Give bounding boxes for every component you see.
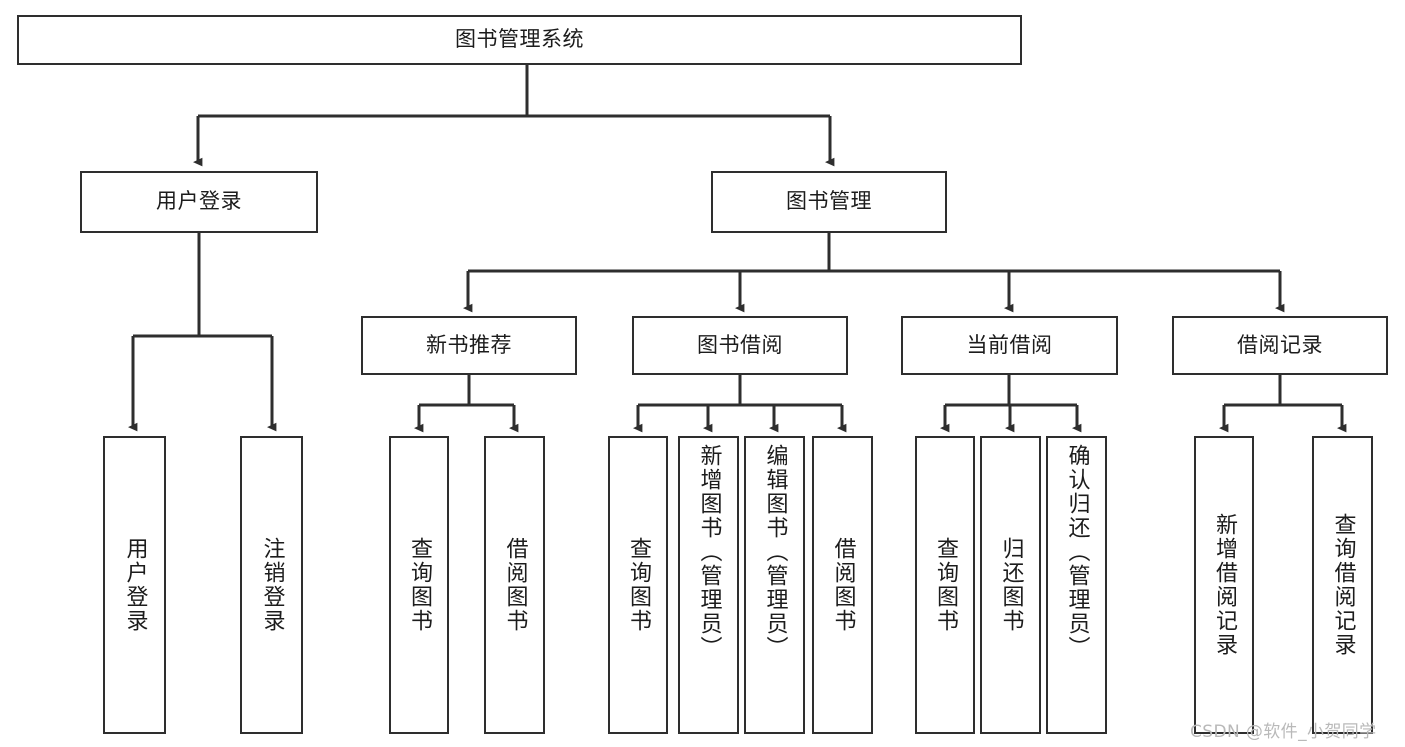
node-root[interactable]: 图书管理系统	[17, 15, 1022, 65]
node-leaf-borrow-book-1-label: 借阅图书	[502, 537, 528, 633]
node-leaf-borrow-book-1[interactable]: 借阅图书	[484, 436, 545, 734]
node-book-borrow-label: 图书借阅	[697, 332, 783, 357]
node-new-book-recommend-label: 新书推荐	[426, 332, 512, 357]
node-leaf-return-book[interactable]: 归还图书	[980, 436, 1041, 734]
node-leaf-query-borrow-record[interactable]: 查询借阅记录	[1312, 436, 1373, 734]
node-leaf-user-logout[interactable]: 注销登录	[240, 436, 303, 734]
node-current-borrow[interactable]: 当前借阅	[901, 316, 1118, 375]
node-leaf-edit-book-admin[interactable]: 编辑图书（管理员）	[744, 436, 805, 734]
node-user-login-label: 用户登录	[156, 189, 242, 214]
node-leaf-add-book-admin[interactable]: 新增图书（管理员）	[678, 436, 739, 734]
node-current-borrow-label: 当前借阅	[966, 332, 1053, 357]
node-borrow-record[interactable]: 借阅记录	[1172, 316, 1388, 375]
node-leaf-return-book-label: 归还图书	[998, 537, 1024, 633]
node-leaf-confirm-return-admin[interactable]: 确认归还（管理员）	[1046, 436, 1107, 734]
node-book-manage-label: 图书管理	[786, 189, 872, 214]
node-leaf-confirm-return-admin-label: 确认归还（管理员）	[1064, 444, 1090, 660]
node-user-login[interactable]: 用户登录	[80, 171, 318, 233]
node-leaf-add-borrow-record[interactable]: 新增借阅记录	[1194, 436, 1254, 734]
node-leaf-borrow-book-2-label: 借阅图书	[830, 537, 856, 633]
node-leaf-query-book-2[interactable]: 查询图书	[608, 436, 668, 734]
node-new-book-recommend[interactable]: 新书推荐	[361, 316, 577, 375]
node-leaf-user-login[interactable]: 用户登录	[103, 436, 166, 734]
node-leaf-user-login-label: 用户登录	[122, 537, 148, 633]
node-leaf-query-borrow-record-label: 查询借阅记录	[1330, 513, 1356, 657]
node-leaf-query-book-1-label: 查询图书	[406, 537, 432, 633]
node-book-borrow[interactable]: 图书借阅	[632, 316, 848, 375]
node-book-manage[interactable]: 图书管理	[711, 171, 947, 233]
node-borrow-record-label: 借阅记录	[1237, 332, 1323, 357]
node-root-label: 图书管理系统	[455, 27, 584, 52]
node-leaf-query-book-3-label: 查询图书	[932, 537, 958, 633]
node-leaf-add-borrow-record-label: 新增借阅记录	[1211, 513, 1237, 657]
node-leaf-borrow-book-2[interactable]: 借阅图书	[812, 436, 873, 734]
node-leaf-query-book-1[interactable]: 查询图书	[389, 436, 449, 734]
node-leaf-query-book-3[interactable]: 查询图书	[915, 436, 975, 734]
node-leaf-add-book-admin-label: 新增图书（管理员）	[696, 444, 722, 660]
node-leaf-user-logout-label: 注销登录	[259, 537, 285, 633]
node-leaf-query-book-2-label: 查询图书	[625, 537, 651, 633]
node-leaf-edit-book-admin-label: 编辑图书（管理员）	[762, 444, 788, 660]
watermark: CSDN @软件_小贺同学	[1190, 722, 1377, 742]
